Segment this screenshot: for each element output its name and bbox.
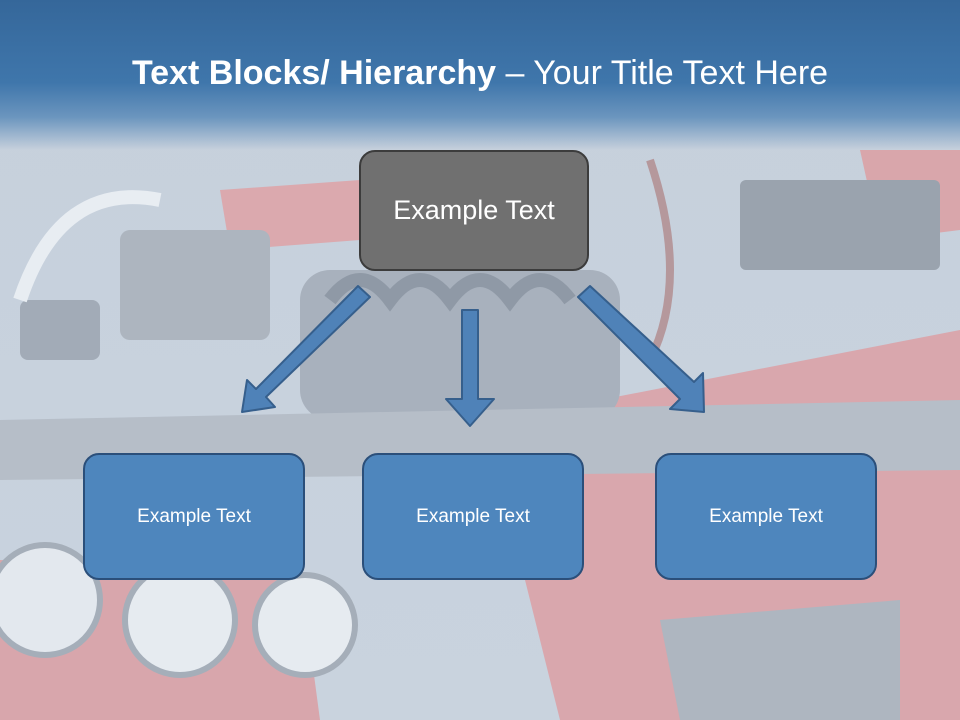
child-text-block-middle[interactable]: Example Text bbox=[362, 453, 584, 580]
child-text-block-right[interactable]: Example Text bbox=[655, 453, 877, 580]
child-text-block-left[interactable]: Example Text bbox=[83, 453, 305, 580]
title-bold-part: Text Blocks/ Hierarchy bbox=[131, 54, 497, 92]
root-text-block[interactable]: Example Text bbox=[359, 150, 589, 271]
slide-title: Text Blocks/ Hierarchy – Your Title Text… bbox=[0, 54, 960, 93]
title-normal-part: Your Title Text Here bbox=[533, 54, 829, 92]
title-band bbox=[0, 0, 960, 150]
title-dash: – bbox=[496, 54, 534, 92]
